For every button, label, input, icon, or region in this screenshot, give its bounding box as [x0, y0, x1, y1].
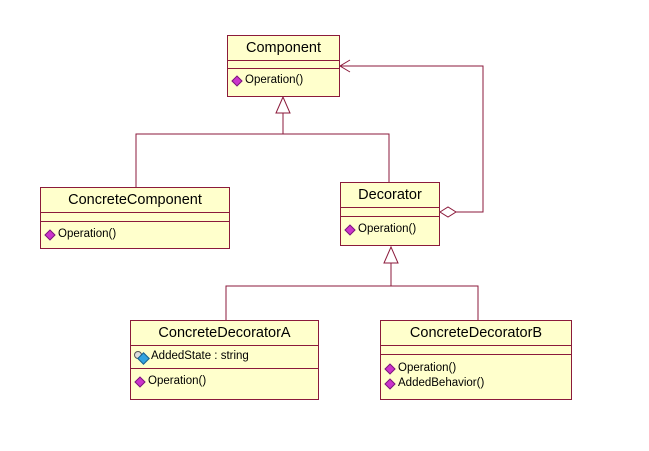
class-name: Component [228, 36, 339, 61]
operations-compartment: Operation() AddedBehavior() [381, 355, 571, 391]
operation-icon [231, 74, 243, 87]
class-name: ConcreteDecoratorA [131, 321, 318, 346]
operation-row: Operation() [228, 73, 339, 88]
operation-label: Operation() [148, 375, 207, 387]
operations-compartment: Operation() [41, 222, 229, 242]
operation-label: Operation() [358, 223, 417, 235]
attribute-label: AddedState : string [151, 350, 249, 362]
navigation-arrowhead [339, 59, 351, 73]
attributes-compartment [341, 208, 439, 217]
operation-icon [384, 377, 396, 390]
operation-row: Operation() [381, 361, 571, 376]
aggregation-line [340, 65, 484, 213]
generalization-line-concrete-component [135, 133, 283, 187]
operation-icon [384, 362, 396, 375]
operations-compartment: Operation() [341, 217, 439, 237]
operation-label: Operation() [398, 362, 457, 374]
operation-row: AddedBehavior() [381, 376, 571, 391]
operation-icon [344, 223, 356, 236]
class-concrete-decorator-b[interactable]: ConcreteDecoratorB Operation() AddedBeha… [380, 320, 572, 400]
attributes-compartment [228, 61, 339, 69]
operation-row: Operation() [41, 227, 229, 242]
generalization-arrowhead-decorator [383, 245, 399, 264]
operations-compartment: Operation() [228, 69, 339, 88]
operation-icon [44, 228, 56, 241]
protected-attribute-icon [134, 351, 150, 365]
attributes-compartment [381, 346, 571, 355]
class-name: Decorator [341, 183, 439, 208]
generalization-line-decorator [283, 133, 390, 182]
attributes-compartment [41, 213, 229, 222]
operation-icon [134, 375, 146, 388]
class-concrete-decorator-a[interactable]: ConcreteDecoratorA AddedState : string O… [130, 320, 319, 400]
generalization-line-decorator-a [225, 285, 391, 320]
class-component[interactable]: Component Operation() [227, 35, 340, 97]
operation-label: Operation() [58, 228, 117, 240]
class-concrete-component[interactable]: ConcreteComponent Operation() [40, 187, 230, 249]
aggregation-diamond [439, 206, 457, 218]
operation-row: Operation() [131, 374, 318, 389]
generalization-arrowhead-component [275, 95, 291, 114]
attributes-compartment: AddedState : string [131, 346, 318, 369]
class-name: ConcreteDecoratorB [381, 321, 571, 346]
operation-label: AddedBehavior() [398, 377, 485, 389]
operation-row: Operation() [341, 222, 439, 237]
class-name: ConcreteComponent [41, 188, 229, 213]
generalization-line-decorator-b [391, 285, 479, 320]
attribute-row: AddedState : string [131, 349, 318, 365]
operation-label: Operation() [245, 74, 304, 86]
class-decorator[interactable]: Decorator Operation() [340, 182, 440, 246]
operations-compartment: Operation() [131, 369, 318, 389]
